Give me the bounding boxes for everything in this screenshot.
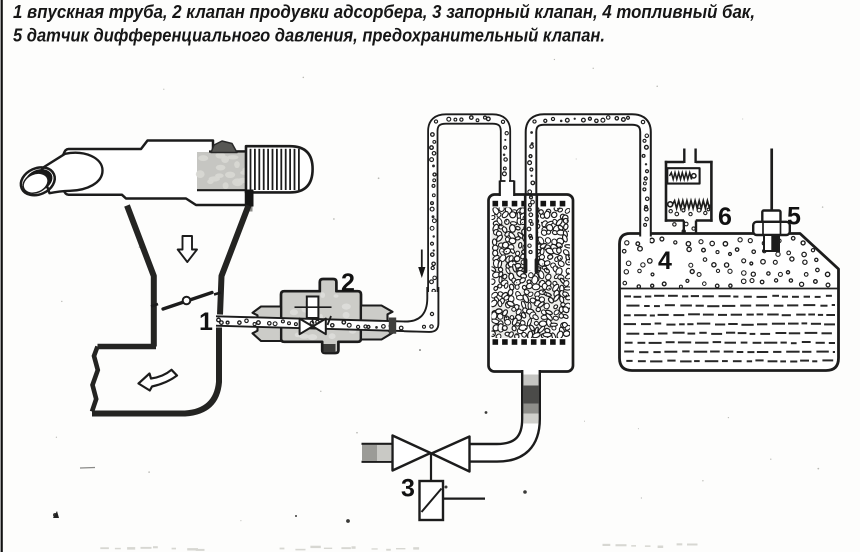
svg-text:4: 4 [658, 247, 672, 275]
svg-text:5 датчик дифференциального дав: 5 датчик дифференциального давления, пре… [13, 24, 605, 45]
svg-text:2: 2 [341, 269, 355, 297]
svg-text:6: 6 [718, 203, 732, 231]
svg-text:1 впускная труба, 2 клапан про: 1 впускная труба, 2 клапан продувки адсо… [13, 1, 755, 22]
svg-text:5: 5 [787, 203, 801, 231]
svg-text:3: 3 [401, 475, 415, 503]
svg-text:1: 1 [199, 308, 213, 336]
